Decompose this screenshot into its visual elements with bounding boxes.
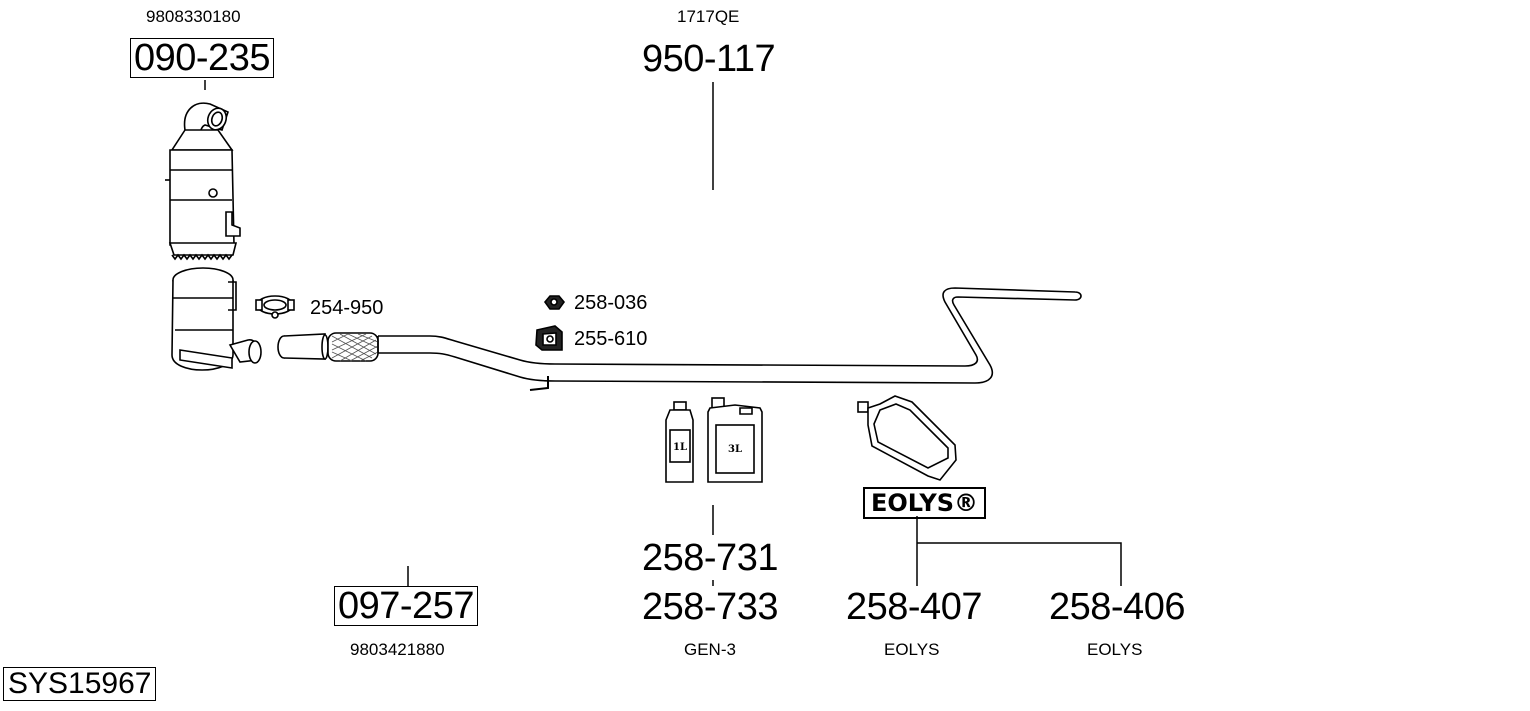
bracket-oem-label: 9803421880	[350, 640, 445, 659]
canister-3l-illustration	[707, 397, 763, 483]
leader-eolys-b	[917, 542, 1122, 586]
eolys-b-part-number[interactable]: 258-406	[1049, 586, 1185, 628]
canister-3l-text: 3L	[728, 444, 742, 455]
fluid-3l-part-number[interactable]: 258-733	[642, 586, 778, 628]
bottle-1l-text: 1L	[673, 442, 687, 453]
front-pipe-oem-label: 1717QE	[677, 7, 740, 26]
bottle-1l-illustration	[665, 401, 694, 483]
catalyst-illustration	[165, 102, 262, 371]
rubber-mount-part-number[interactable]: 255-610	[574, 328, 648, 350]
catalyst-part-number[interactable]: 090-235	[130, 38, 274, 78]
rubber-mount-illustration	[535, 325, 563, 351]
clamp-part-number[interactable]: 254-950	[310, 297, 384, 319]
nut-part-number[interactable]: 258-036	[574, 292, 648, 314]
leader-lines	[204, 80, 1122, 586]
eolys-brand-box: EOLYS®	[863, 487, 987, 519]
pipe-illustration	[277, 287, 1082, 391]
bracket-part-number[interactable]: 097-257	[334, 586, 478, 626]
system-code: SYS15967	[3, 667, 157, 701]
clamp-illustration	[255, 295, 295, 319]
fluid-1l-part-number[interactable]: 258-731	[642, 537, 778, 579]
eolys-bag-illustration	[857, 395, 957, 481]
eolys-a-part-number[interactable]: 258-407	[846, 586, 982, 628]
fluid-note: GEN-3	[684, 640, 736, 659]
nut-illustration	[543, 295, 566, 310]
front-pipe-part-number[interactable]: 950-117	[642, 38, 776, 80]
eolys-a-note: EOLYS	[884, 640, 940, 659]
eolys-b-note: EOLYS	[1087, 640, 1143, 659]
catalyst-oem-label: 9808330180	[146, 7, 241, 26]
